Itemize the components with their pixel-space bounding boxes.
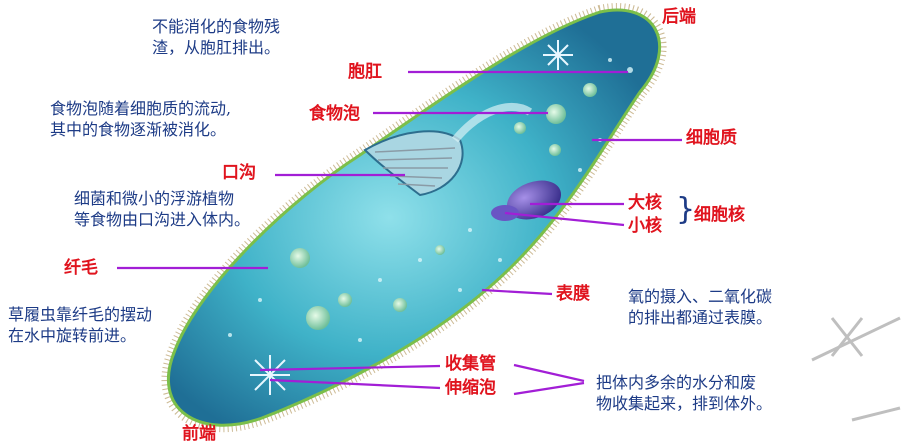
micronucleus-label: 小核 <box>628 216 662 236</box>
description-line: 食物泡随着细胞质的流动, <box>50 98 231 119</box>
nucleus-label: 细胞核 <box>694 205 745 225</box>
cilia-label: 纤毛 <box>64 258 98 278</box>
food-vacuole <box>549 144 561 156</box>
food-vacuole <box>338 293 352 307</box>
description-line: 物收集起来，排到体外。 <box>596 393 772 414</box>
oral-groove-description: 细菌和微小的浮游植物 等食物由口沟进入体内。 <box>74 188 250 230</box>
contractile-description: 把体内多余的水分和废 物收集起来，排到体外。 <box>596 372 772 414</box>
description-line: 不能消化的食物残 <box>152 16 280 37</box>
food-vacuole <box>306 306 330 330</box>
description-line: 其中的食物逐渐被消化。 <box>50 119 231 140</box>
description-line: 渣，从胞肛排出。 <box>152 37 280 58</box>
pellicle-description: 氧的摄入、二氧化碳 的排出都通过表膜。 <box>628 286 772 328</box>
anal-pore-label: 胞肛 <box>348 62 382 82</box>
rear-end-label: 后端 <box>662 7 696 27</box>
pellicle-pointer <box>482 290 552 294</box>
cytoplasm-label: 细胞质 <box>686 128 737 148</box>
description-line: 在水中旋转前进。 <box>8 325 152 346</box>
description-line: 草履虫靠纤毛的摆动 <box>8 304 152 325</box>
description-line: 把体内多余的水分和废 <box>596 372 772 393</box>
contractile-bracket-top <box>514 365 584 381</box>
description-line: 氧的摄入、二氧化碳 <box>628 286 772 307</box>
collecting-canal-label: 收集管 <box>445 354 496 374</box>
food-vacuole-description: 食物泡随着细胞质的流动, 其中的食物逐渐被消化。 <box>50 98 231 140</box>
food-vacuole <box>290 248 310 268</box>
front-end-label: 前端 <box>182 424 216 444</box>
contractile-bracket-bottom <box>514 383 584 394</box>
watermark <box>812 318 900 420</box>
food-vacuole <box>435 245 445 255</box>
contractile-vacuole-front <box>250 355 290 395</box>
anal-pore-description: 不能消化的食物残 渣，从胞肛排出。 <box>152 16 280 58</box>
food-vacuole-label: 食物泡 <box>309 104 360 124</box>
contractile-vacuole-label: 伸缩泡 <box>445 378 496 398</box>
nucleus-brace: } <box>676 195 695 225</box>
description-line: 细菌和微小的浮游植物 <box>74 188 250 209</box>
oral-groove-label: 口沟 <box>222 163 256 183</box>
food-vacuole <box>583 83 597 97</box>
macronucleus-label: 大核 <box>628 193 662 213</box>
food-vacuole <box>546 104 566 124</box>
food-vacuole <box>514 122 526 134</box>
cilia-description: 草履虫靠纤毛的摆动 在水中旋转前进。 <box>8 304 152 346</box>
description-line: 等食物由口沟进入体内。 <box>74 209 250 230</box>
food-vacuole <box>393 298 407 312</box>
description-line: 的排出都通过表膜。 <box>628 307 772 328</box>
pellicle-label: 表膜 <box>556 284 590 304</box>
